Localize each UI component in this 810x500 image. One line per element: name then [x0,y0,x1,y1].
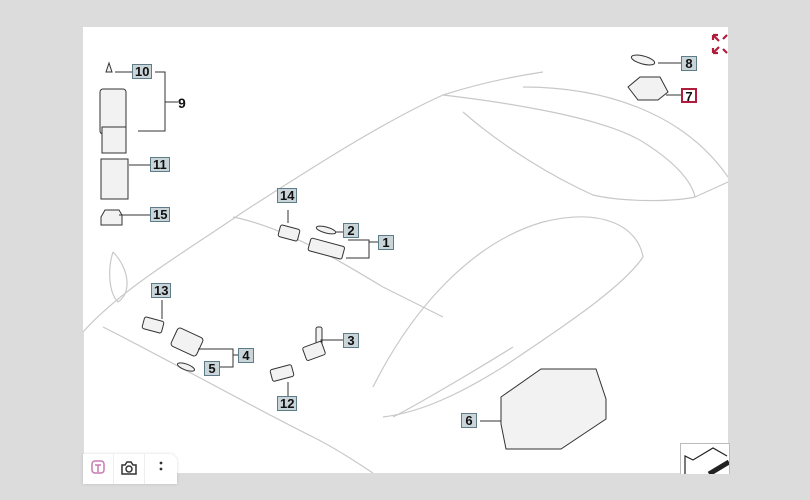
part-label-4[interactable]: 4 [238,348,254,363]
part-3-switch-body [302,341,326,361]
part-label-3[interactable]: 3 [343,333,359,348]
bottom-toolbar [83,454,177,484]
part-11-housing [100,158,129,200]
part-8-bulb [630,54,656,66]
part-15-clip [100,209,123,226]
part-label-8[interactable]: 8 [681,56,697,71]
parts-diagram-panel: 10 9 11 15 14 2 1 13 3 4 5 12 6 8 7 [83,27,728,473]
part-label-7-selected[interactable]: 7 [681,88,697,103]
next-diagram-thumbnail[interactable] [680,443,730,474]
more-options-button[interactable] [145,454,176,484]
part-label-12[interactable]: 12 [277,396,298,411]
part-label-15[interactable]: 15 [150,207,171,222]
text-select-icon [91,460,105,474]
part-label-9[interactable]: 9 [178,95,186,111]
thumbnail-drawing-icon [684,447,729,474]
part-14-connector [277,224,301,242]
part-5-bulb [176,362,196,372]
text-select-button[interactable] [83,454,114,484]
car-interior-lights-diagram [83,54,728,473]
camera-button[interactable] [114,454,145,484]
part-label-13[interactable]: 13 [151,283,172,298]
part-2-bulb [315,225,337,235]
part-label-6[interactable]: 6 [461,413,477,428]
camera-icon [121,461,137,475]
part-6-bulb-kit-box [500,368,607,450]
part-label-2[interactable]: 2 [343,223,359,238]
part-10-bulb [105,61,113,73]
leader-lines [115,62,681,422]
more-vertical-icon [159,461,162,471]
car-outline [83,71,728,473]
expand-icon[interactable] [710,32,730,56]
part-4-lamp [170,327,204,357]
part-label-11[interactable]: 11 [150,157,170,172]
part-9-lamp-lower [101,126,127,154]
part-7-lamp [627,76,669,101]
part-drawings [99,54,669,450]
part-label-5[interactable]: 5 [204,361,220,376]
part-13-connector [141,316,165,334]
part-label-14[interactable]: 14 [277,188,298,203]
part-label-1[interactable]: 1 [378,235,394,250]
part-label-10[interactable]: 10 [132,64,153,79]
part-1-lamp [307,237,345,260]
part-12-connector [269,364,295,382]
